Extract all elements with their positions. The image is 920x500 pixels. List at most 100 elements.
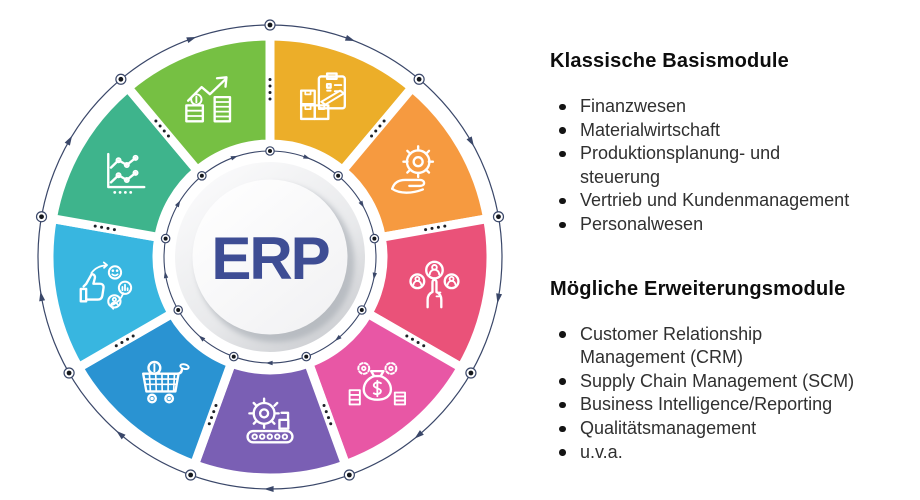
spoke-dot: [268, 84, 272, 88]
spoke-dot: [154, 119, 158, 123]
flow-arrow-icon: [265, 360, 273, 366]
flow-arrow-icon: [264, 486, 274, 492]
spoke-dot: [416, 341, 420, 344]
spoke-dot: [374, 129, 378, 133]
spoke-dot: [268, 97, 272, 101]
node-dot-core: [304, 354, 309, 359]
flow-arrow-icon: [372, 272, 378, 280]
spoke-dot: [405, 334, 409, 338]
procurement-cart-icon: [142, 360, 190, 404]
list-item: Supply Chain Management (SCM): [550, 370, 870, 394]
flow-arrow-icon: [303, 154, 311, 159]
spoke-dot: [158, 124, 162, 128]
production-conveyor-icon: [246, 397, 294, 444]
spoke-dot: [207, 422, 211, 426]
list-item: Produktionsplanung- und steuerung: [550, 142, 870, 189]
spoke-dot: [131, 334, 135, 338]
spoke-dot: [430, 226, 434, 230]
ring-nodes-and-arrows: [35, 19, 505, 492]
flow-arrow-icon: [174, 200, 181, 208]
flow-arrow-icon: [496, 293, 503, 304]
list-item: Vertrieb und Kundenmanagement: [550, 189, 870, 213]
spoke-dot: [106, 226, 110, 230]
flow-arrow-icon: [39, 291, 46, 302]
flow-arrow-icon: [414, 430, 424, 439]
spoke-dot: [166, 134, 170, 138]
spoke-dot: [422, 344, 426, 348]
spoke-dot: [268, 78, 272, 81]
spoke-dot: [378, 124, 382, 128]
spoke-dot: [120, 341, 124, 344]
revenue-growth-icon: [185, 76, 232, 123]
node-dot-core: [118, 76, 124, 82]
node-dot-core: [199, 173, 204, 178]
spoke-dot: [443, 224, 447, 228]
section-title: Klassische Basismodule: [550, 50, 789, 72]
node-dot-core: [163, 236, 168, 241]
finance-money-icon: [348, 361, 407, 406]
spoke-dot: [424, 228, 428, 232]
spoke-dot: [210, 416, 214, 420]
spoke-dot: [410, 337, 414, 341]
spoke-dot: [162, 129, 166, 133]
node-dot-core: [231, 354, 236, 359]
service-hand-gear-icon: [391, 145, 435, 194]
section-erweiterungsmodule: Mögliche Erweiterungsmodule Customer Rel…: [550, 277, 870, 465]
flow-arrow-icon: [116, 430, 126, 440]
center-disc: [192, 179, 348, 335]
spoke-dot: [370, 134, 374, 138]
list-item: Customer Relationship Management (CRM): [550, 323, 870, 370]
flow-arrow-icon: [186, 36, 197, 44]
node-dot-core: [416, 76, 422, 82]
spoke-dot: [214, 403, 218, 407]
node-dot-core: [39, 214, 44, 220]
erp-wheel-svg: ERP: [35, 19, 505, 492]
spoke-dot: [268, 91, 272, 94]
node-dot-core: [359, 308, 364, 312]
flow-arrow-icon: [230, 155, 238, 161]
node-dot-core: [496, 214, 501, 220]
list-item: Business Intelligence/Reporting: [550, 393, 870, 417]
erp-wheel: ERP: [35, 19, 505, 492]
node-dot-core: [66, 370, 72, 376]
spoke-dot: [93, 224, 97, 228]
flow-arrow-icon: [344, 34, 355, 42]
erp-center-label: ERP: [211, 225, 328, 292]
segment-icons: [79, 72, 460, 444]
flow-arrow-icon: [358, 200, 364, 208]
node-dot-core: [267, 22, 273, 28]
analytics-chart-icon: [107, 152, 146, 194]
section-title: Mögliche Erweiterungsmodule: [550, 277, 846, 300]
spoke-dot: [326, 416, 330, 420]
node-dot-core: [268, 149, 272, 153]
list-item: u.v.a.: [550, 441, 870, 465]
spoke-dot: [436, 225, 440, 229]
module-list-erweiterung: Customer Relationship Management (CRM)Su…: [550, 323, 870, 465]
flow-arrow-icon: [466, 136, 474, 147]
flow-arrow-icon: [64, 135, 73, 146]
list-item: Qualitätsmanagement: [550, 417, 870, 441]
inventory-clipboard-icon: [299, 72, 346, 121]
crm-satisfaction-icon: [79, 261, 133, 310]
spoke-dot: [324, 410, 328, 414]
node-dot-core: [176, 308, 181, 312]
spoke-dot: [212, 410, 216, 414]
spoke-dot: [329, 422, 333, 426]
list-item: Personalwesen: [550, 213, 870, 237]
hr-selection-icon: [409, 260, 460, 309]
node-dot-core: [336, 173, 341, 178]
spoke-dot: [322, 403, 326, 407]
spoke-dot: [126, 337, 130, 341]
spoke-dot: [112, 228, 116, 232]
node-dot-core: [346, 472, 352, 478]
node-dot-core: [188, 472, 194, 478]
flow-arrow-icon: [163, 271, 169, 279]
node-dot-core: [372, 236, 377, 241]
erp-center: ERP: [175, 162, 365, 352]
node-dot-core: [468, 370, 474, 376]
spoke-dot: [382, 119, 386, 123]
flow-arrow-icon: [198, 335, 206, 342]
